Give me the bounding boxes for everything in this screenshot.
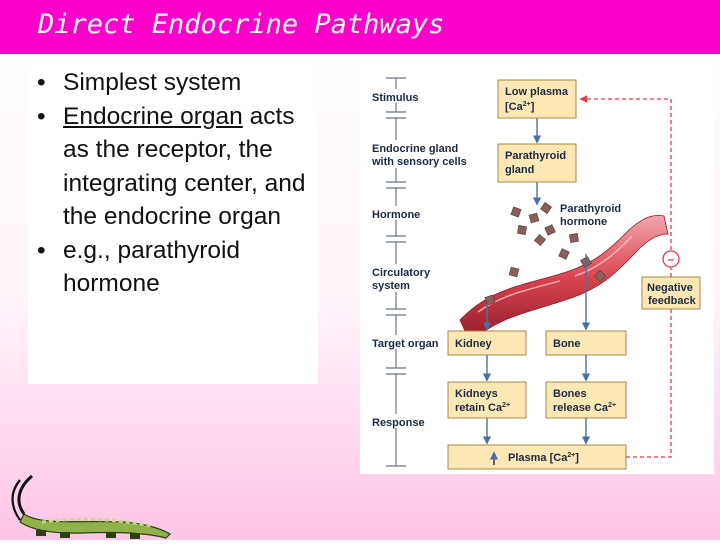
box-bone: Bone xyxy=(545,330,627,356)
flow-arrows xyxy=(482,118,591,445)
svg-text:feedback: feedback xyxy=(648,295,697,307)
bullet-list: • Simplest system • Endocrine organ acts… xyxy=(28,66,318,301)
pathway-diagram: Stimulus Endocrine gland with sensory ce… xyxy=(360,64,714,474)
box-low-plasma: Low plasma [Ca2+] xyxy=(497,79,577,119)
svg-text:Low plasma: Low plasma xyxy=(505,86,569,98)
box-kidneys-retain: Kidneys retain Ca2+ xyxy=(447,381,527,419)
crocodile-logo-icon xyxy=(2,470,172,545)
bullet-item-example: • e.g., parathyroid hormone xyxy=(28,234,318,301)
label-system: system xyxy=(372,280,410,292)
svg-text:Bone: Bone xyxy=(553,338,581,350)
box-negative-feedback: Negative feedback xyxy=(641,276,701,310)
label-parathyroid-hormone-1: Parathyroid xyxy=(560,203,621,215)
bullet-item-simplest-system: • Simplest system xyxy=(28,66,318,100)
title-bar: Direct Endocrine Pathways xyxy=(0,0,720,54)
svg-text:Bones: Bones xyxy=(553,388,587,400)
label-response: Response xyxy=(372,417,425,429)
label-target-organ: Target organ xyxy=(372,338,439,350)
bullet-panel: • Simplest system • Endocrine organ acts… xyxy=(28,62,318,384)
svg-text:–: – xyxy=(668,252,675,266)
label-hormone: Hormone xyxy=(372,209,420,221)
bullet-text: acts as the receptor, the integrating ce… xyxy=(63,102,306,231)
bullet-dot: • xyxy=(37,236,46,264)
svg-text:gland: gland xyxy=(505,164,534,176)
svg-text:Kidneys: Kidneys xyxy=(455,388,498,400)
svg-text:Parathyroid: Parathyroid xyxy=(505,150,566,162)
pathway-diagram-svg: Stimulus Endocrine gland with sensory ce… xyxy=(370,77,701,470)
vessel-highlights xyxy=(477,235,633,313)
negative-sign-icon: – xyxy=(662,250,680,268)
bullet-text: e.g., parathyroid hormone xyxy=(63,236,241,298)
label-stimulus: Stimulus xyxy=(372,92,418,104)
svg-text:Kidney: Kidney xyxy=(455,338,493,350)
box-plasma-ca: Plasma [Ca2+] xyxy=(447,444,627,470)
svg-text:retain Ca2+: retain Ca2+ xyxy=(455,402,510,414)
bullet-underlined-term: Endocrine organ xyxy=(63,102,243,130)
negative-feedback-loop xyxy=(579,95,672,458)
hormone-particles xyxy=(484,202,607,306)
label-parathyroid-hormone-2: hormone xyxy=(560,216,607,228)
svg-text:Negative: Negative xyxy=(647,282,693,294)
bullet-text: Simplest system xyxy=(63,69,242,96)
box-parathyroid-gland: Parathyroid gland xyxy=(497,143,577,183)
label-circulatory: Circulatory xyxy=(372,267,431,279)
bullet-dot: • xyxy=(37,69,46,96)
label-endocrine-gland: Endocrine gland xyxy=(372,143,458,155)
svg-text:release Ca2+: release Ca2+ xyxy=(553,402,616,414)
bullet-dot: • xyxy=(37,102,46,130)
svg-text:[Ca2+]: [Ca2+] xyxy=(505,101,535,113)
box-kidney: Kidney xyxy=(447,330,527,356)
label-with-sensory-cells: with sensory cells xyxy=(371,156,467,168)
box-bones-release: Bones release Ca2+ xyxy=(545,381,627,419)
blood-vessel xyxy=(459,214,669,343)
bullet-item-endocrine-organ: • Endocrine organ acts as the receptor, … xyxy=(28,100,318,234)
svg-text:Plasma [Ca2+]: Plasma [Ca2+] xyxy=(508,452,579,464)
slide-title: Direct Endocrine Pathways xyxy=(38,9,445,40)
